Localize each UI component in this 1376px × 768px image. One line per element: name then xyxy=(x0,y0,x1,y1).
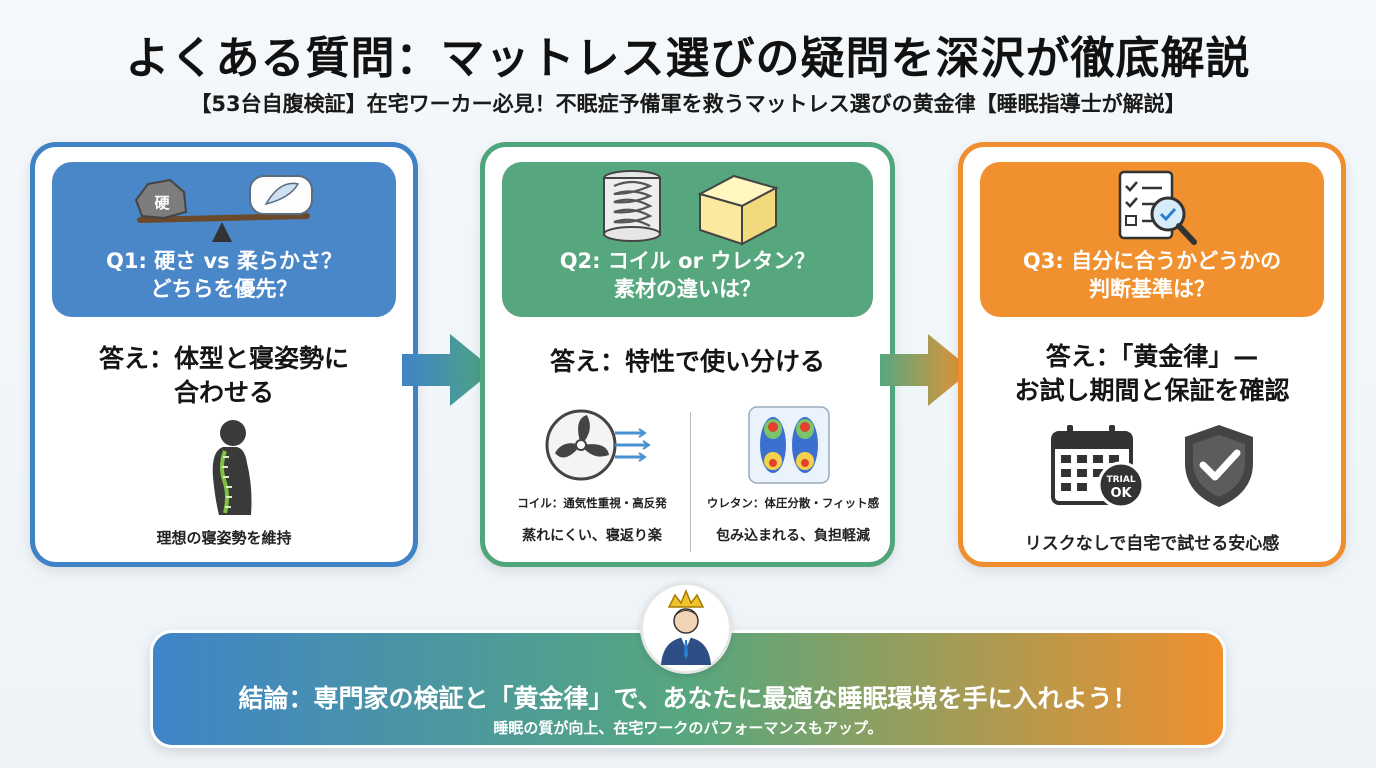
trial-label-2: OK xyxy=(1110,486,1132,501)
trial-label-1: TRIAL xyxy=(1106,475,1135,485)
q1-question-line2: どちらを優先？ xyxy=(150,277,298,301)
fan-airflow-icon xyxy=(545,409,651,481)
expert-avatar xyxy=(640,582,732,674)
q3-answer-line1: 答え：「黄金律」— xyxy=(1045,342,1259,371)
foot-pressure-map-icon xyxy=(748,406,830,484)
faq-card-q3: Q3: 自分に合うかどうかの 判断基準は？ 答え：「黄金律」— お試し期間と保証… xyxy=(958,142,1346,567)
q1-question-line1: Q1: 硬さ vs 柔らかさ？ xyxy=(106,249,342,273)
q2-question-line1: Q2: コイル or ウレタン？ xyxy=(559,249,816,273)
conclusion-sub: 睡眠の質が向上、在宅ワークのパフォーマンスもアップ。 xyxy=(493,719,883,737)
q2-header: Q2: コイル or ウレタン？ 素材の違いは？ xyxy=(502,162,873,317)
spine-posture-icon xyxy=(212,420,252,515)
page-subtitle: 【53台自腹検証】在宅ワーカー必見！不眠症予備軍を救うマットレス選びの黄金律【睡… xyxy=(190,92,1186,116)
q3-caption: リスクなしで自宅で試せる安心感 xyxy=(1024,534,1280,554)
conclusion-main: 結論：専門家の検証と「黄金律」で、あなたに最適な睡眠環境を手に入れよう！ xyxy=(238,684,1138,713)
material-divider xyxy=(690,412,691,552)
urethane-label: ウレタン：体圧分散・フィット感 xyxy=(706,496,880,510)
calendar-trial-icon: TRIAL OK xyxy=(1051,425,1145,509)
coil-caption: 蒸れにくい、寝返り楽 xyxy=(522,528,662,544)
expert-crown-avatar-icon xyxy=(661,589,711,665)
q3-question-line1: Q3: 自分に合うかどうかの xyxy=(1022,249,1282,273)
q3-answer-line2: お試し期間と保証を確認 xyxy=(1014,376,1290,405)
checklist-magnifier-icon xyxy=(1118,170,1197,245)
seesaw-icon: 硬 xyxy=(134,175,313,242)
faq-card-q2: Q2: コイル or ウレタン？ 素材の違いは？ 答え：特性で使い分ける コイル… xyxy=(480,142,895,567)
rock-icon: 硬 xyxy=(134,178,188,220)
q2-question-line2: 素材の違いは？ xyxy=(614,277,761,301)
coil-label: コイル：通気性重視・高反発 xyxy=(517,496,667,510)
q1-caption: 理想の寝姿勢を維持 xyxy=(156,529,292,547)
page-title: よくある質問：マットレス選びの疑問を深沢が徹底解説 xyxy=(125,33,1251,84)
q1-answer-line1: 答え：体型と寝姿勢に xyxy=(98,344,349,373)
shield-check-icon xyxy=(1185,425,1253,507)
feather-pillow-icon xyxy=(249,175,313,215)
foam-block-icon xyxy=(697,174,779,246)
urethane-caption: 包み込まれる、負担軽減 xyxy=(716,528,870,544)
q1-answer-line2: 合わせる xyxy=(173,378,274,407)
faq-card-q1: 硬 Q1: 硬さ vs 柔らかさ？ どちらを優先？ 答え：体型と寝姿勢に 合わせ… xyxy=(30,142,418,567)
arrow-right-icon xyxy=(402,334,494,406)
q1-header: 硬 Q1: 硬さ vs 柔らかさ？ どちらを優先？ xyxy=(52,162,396,317)
q2-answer: 答え：特性で使い分ける xyxy=(549,347,825,376)
coil-spring-icon xyxy=(603,170,661,242)
q3-question-line2: 判断基準は？ xyxy=(1089,277,1215,301)
rock-label: 硬 xyxy=(154,194,170,212)
arrow-right-icon xyxy=(880,334,972,406)
q3-header: Q3: 自分に合うかどうかの 判断基準は？ xyxy=(980,162,1324,317)
